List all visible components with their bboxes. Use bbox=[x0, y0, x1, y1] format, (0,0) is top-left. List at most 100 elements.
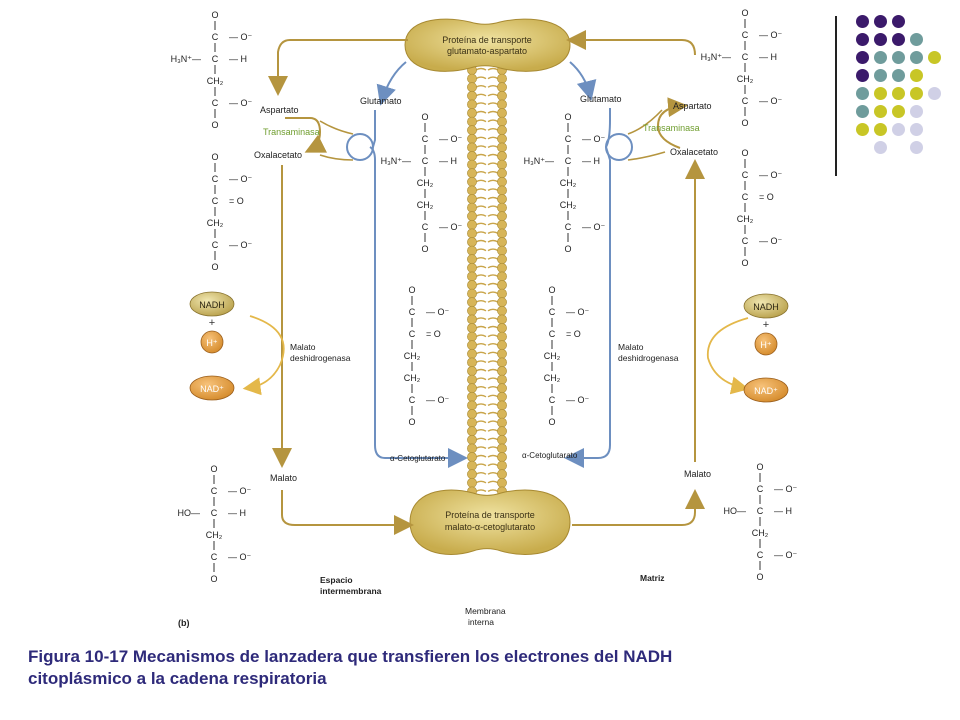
membrane-tail bbox=[487, 239, 499, 243]
decorative-dot bbox=[910, 87, 923, 100]
membrane-tail bbox=[487, 489, 499, 493]
membrane-tail bbox=[475, 67, 487, 71]
decorative-dot bbox=[874, 123, 887, 136]
membrane-tail bbox=[487, 85, 499, 88]
structure-substituent: H₃N⁺— bbox=[171, 54, 201, 64]
decorative-dot bbox=[874, 69, 887, 82]
structure-substituent: — H bbox=[229, 54, 247, 64]
membrane-tail bbox=[475, 454, 487, 458]
structure-atom: O bbox=[211, 120, 218, 130]
membrane-tail bbox=[487, 162, 499, 166]
membrane-tail bbox=[475, 403, 487, 407]
transporter-top: Proteína de transporte glutamato-asparta… bbox=[404, 18, 571, 72]
membrane-bead bbox=[497, 73, 507, 84]
membrane-bead bbox=[497, 443, 507, 454]
structure-atom: C bbox=[409, 307, 416, 317]
membrane-tail bbox=[487, 119, 499, 123]
membrane-bead bbox=[467, 219, 477, 230]
structure-atom: C bbox=[742, 170, 749, 180]
structure-substituent: — O⁻ bbox=[582, 222, 606, 232]
membrane-tail bbox=[475, 429, 487, 432]
structure-atom: C bbox=[409, 329, 416, 339]
structure-atom: C bbox=[211, 552, 218, 562]
structure-substituent: = O bbox=[229, 196, 244, 206]
membrane-bead bbox=[467, 271, 477, 282]
structure-substituent: — O⁻ bbox=[774, 550, 798, 560]
membrane-tail bbox=[475, 205, 487, 209]
membrane-tail bbox=[475, 282, 487, 286]
structure-atom: C bbox=[422, 134, 429, 144]
membrane-tail bbox=[475, 76, 487, 80]
membrane-bead bbox=[497, 331, 507, 342]
left-oxalacetato-label: Oxalacetato bbox=[254, 150, 302, 160]
membrane-tail bbox=[487, 360, 499, 364]
structure-atom: C bbox=[742, 30, 749, 40]
structure-atom: O bbox=[421, 244, 428, 254]
membrane-bead bbox=[497, 194, 507, 204]
membrane-label-line2: interna bbox=[468, 617, 494, 627]
membrane-bead bbox=[467, 366, 477, 376]
structure-atom: C bbox=[565, 134, 572, 144]
structure-atom: O bbox=[741, 258, 748, 268]
membrane-bead bbox=[497, 426, 507, 437]
membrane-tail bbox=[475, 377, 487, 381]
membrane-bead bbox=[497, 391, 507, 402]
structure-atom: C bbox=[757, 550, 764, 560]
structure-atom: O bbox=[211, 10, 218, 20]
structure-substituent: = O bbox=[759, 192, 774, 202]
decorative-dot bbox=[892, 123, 905, 136]
membrane-bead bbox=[497, 245, 507, 256]
structure-atom: C bbox=[212, 32, 219, 42]
decorative-dot bbox=[892, 15, 905, 28]
membrane-tail bbox=[487, 231, 499, 235]
right-aspartato-label: Aspartato bbox=[673, 101, 712, 111]
membrane-tail bbox=[475, 239, 487, 243]
structure-substituent: — O⁻ bbox=[759, 30, 783, 40]
structure-atom: CH₂ bbox=[404, 373, 421, 383]
transporter-top-line2: glutamato-aspartato bbox=[447, 46, 527, 56]
membrane-bead bbox=[467, 400, 477, 411]
left-aspartato-label: Aspartato bbox=[260, 105, 299, 115]
membrane-bead bbox=[497, 305, 507, 316]
membrane-bead bbox=[467, 211, 477, 222]
membrane-label-line1: Membrana bbox=[465, 606, 506, 616]
membrane-tail bbox=[487, 480, 499, 484]
membrane-bead bbox=[467, 452, 477, 462]
membrane-bead bbox=[497, 108, 507, 118]
membrane-bead bbox=[467, 383, 477, 394]
decorative-dot bbox=[928, 51, 941, 64]
membrane-bead bbox=[467, 323, 477, 333]
structure-atom: O bbox=[548, 417, 555, 427]
decorative-dot bbox=[856, 33, 869, 46]
membrane-bead bbox=[467, 357, 477, 368]
membrane-bead bbox=[467, 176, 477, 187]
caption-line2: citoplásmico a la cadena respiratoria bbox=[28, 669, 327, 688]
membrane-bead bbox=[467, 228, 477, 239]
membrane-bead bbox=[497, 477, 507, 488]
decorative-dot bbox=[910, 141, 923, 154]
hplus-right: H⁺ bbox=[760, 340, 771, 350]
membrane-tail bbox=[475, 136, 487, 140]
right-glutamato-label: Glutamato bbox=[580, 94, 622, 104]
structure-atom: CH₂ bbox=[404, 351, 421, 361]
structure-atom: O bbox=[211, 152, 218, 162]
structure-atom: C bbox=[211, 486, 218, 496]
decorative-dot bbox=[874, 15, 887, 28]
membrane-tail bbox=[475, 446, 487, 450]
decorative-dot bbox=[856, 87, 869, 100]
structure-atom: C bbox=[212, 174, 219, 184]
membrane-tail bbox=[475, 343, 487, 346]
membrane-bead bbox=[497, 202, 507, 213]
membrane-tail bbox=[475, 93, 487, 97]
membrane-bead bbox=[497, 219, 507, 230]
structure-substituent: — O⁻ bbox=[566, 307, 590, 317]
membrane-bead bbox=[467, 409, 477, 419]
membrane-bead bbox=[467, 151, 477, 161]
membrane-tail bbox=[487, 420, 499, 424]
region-matrix-label: Matriz bbox=[640, 573, 665, 583]
membrane-tail bbox=[475, 334, 487, 338]
structure-atom: O bbox=[421, 112, 428, 122]
structure-atom: O bbox=[741, 8, 748, 18]
nadh-right-label: NADH bbox=[753, 302, 779, 312]
membrane-bead bbox=[497, 374, 507, 385]
